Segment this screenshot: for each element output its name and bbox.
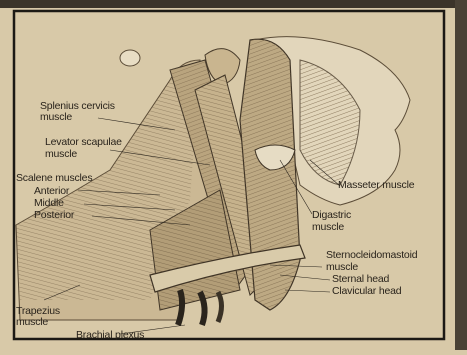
label-sterno-2: muscle [326, 262, 358, 273]
label-posterior: Posterior [34, 210, 74, 221]
earlobe-shape [120, 50, 140, 66]
label-middle: Middle [34, 198, 64, 209]
label-levator-1: Levator scapulae [45, 137, 122, 148]
label-sternal-head: Sternal head [332, 274, 389, 285]
label-brachial-plexus: Brachial plexus [76, 330, 144, 341]
label-masseter: Masseter muscle [338, 180, 414, 191]
label-sterno-1: Sternocleidomastoid [326, 250, 417, 261]
label-splenius-2: muscle [40, 112, 72, 123]
top-edge [0, 0, 467, 8]
label-levator-2: muscle [45, 149, 77, 160]
label-anterior: Anterior [34, 186, 69, 197]
label-digastric-2: muscle [312, 222, 344, 233]
label-scalene: Scalene muscles [16, 173, 92, 184]
label-trapezius-2: muscle [16, 317, 48, 328]
label-clavicular-head: Clavicular head [332, 286, 401, 297]
right-edge [455, 0, 467, 350]
label-digastric-1: Digastric [312, 210, 351, 221]
